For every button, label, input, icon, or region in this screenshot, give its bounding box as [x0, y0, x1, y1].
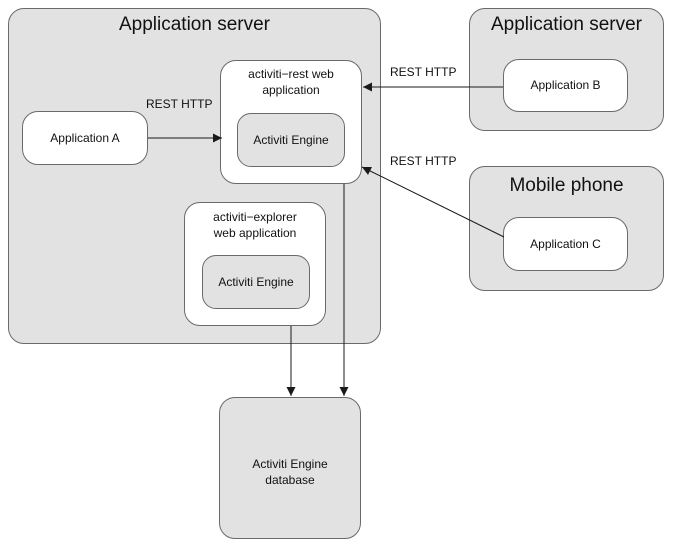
edge-label-c-to-rest: REST HTTP: [390, 154, 457, 168]
edge-label-a-to-rest: REST HTTP: [146, 97, 213, 111]
activiti-engine-explorer: Activiti Engine: [202, 255, 310, 309]
activiti-explorer-label-line2: web application: [213, 226, 297, 240]
application-c: Application C: [503, 217, 628, 271]
activiti-rest-web-application: activiti−rest web application Activiti E…: [220, 60, 362, 184]
application-b: Application B: [503, 59, 628, 112]
edge-label-b-to-rest: REST HTTP: [390, 65, 457, 79]
application-server-left-title: Application server: [118, 14, 271, 35]
activiti-engine-rest: Activiti Engine: [237, 113, 345, 167]
application-server-right-title: Application server: [490, 14, 643, 35]
activiti-rest-label-line2: application: [262, 83, 320, 97]
database-label-line2: database: [265, 473, 315, 487]
activiti-engine-database: Activiti Engine database: [219, 397, 361, 539]
application-a: Application A: [22, 111, 148, 165]
activiti-engine-explorer-label: Activiti Engine: [218, 275, 294, 289]
activiti-explorer-web-application: activiti−explorer web application Activi…: [184, 202, 326, 326]
application-c-label: Application C: [530, 237, 601, 251]
application-a-label: Application A: [50, 131, 120, 145]
arrow-c-to-rest: [361, 166, 505, 238]
application-b-label: Application B: [530, 78, 601, 92]
mobile-phone-title: Mobile phone: [509, 175, 624, 196]
database-label-line1: Activiti Engine: [252, 457, 328, 471]
activiti-engine-rest-label: Activiti Engine: [253, 133, 329, 147]
activiti-explorer-label-line1: activiti−explorer: [213, 210, 297, 224]
activiti-rest-label-line1: activiti−rest web: [248, 67, 334, 81]
